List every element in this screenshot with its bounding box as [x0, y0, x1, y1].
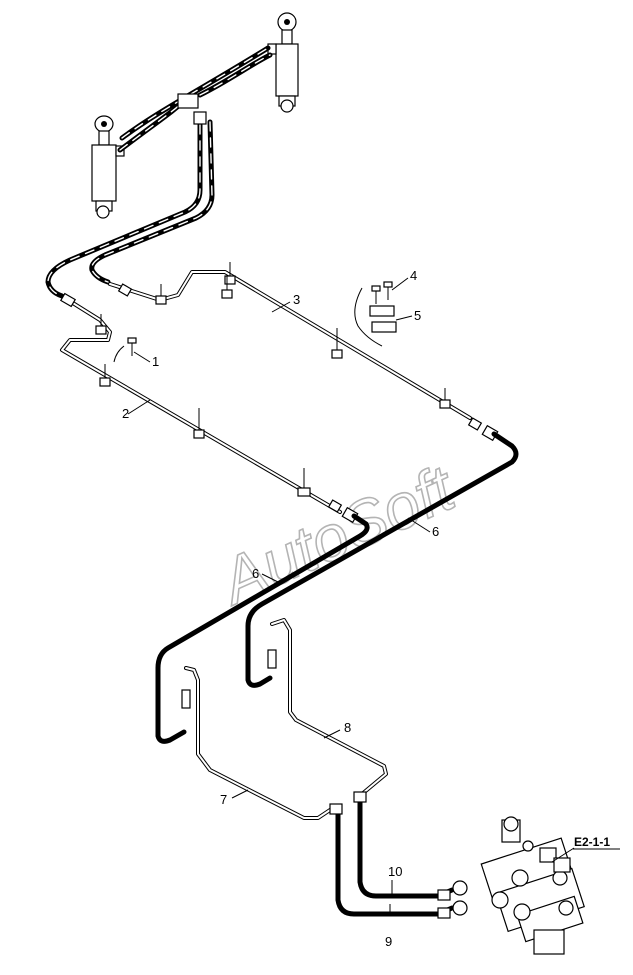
callout-9: 9 [385, 934, 392, 949]
watermark: AutoSoft [207, 451, 466, 619]
callout-4: 4 [410, 268, 417, 283]
reference-label: E2-1-1 [574, 835, 610, 849]
callout-10: 10 [388, 864, 402, 879]
right-cylinder [267, 12, 299, 113]
callouts: 1 2 3 4 5 6 6 7 8 9 10 E2-1-1 [122, 268, 620, 949]
callout-1: 1 [152, 354, 159, 369]
callout-3: 3 [293, 292, 300, 307]
pipe-3 [108, 270, 472, 420]
callout-6-upper: 6 [432, 524, 439, 539]
hose-6-b [155, 513, 370, 744]
leader-lines [127, 277, 575, 914]
callout-2: 2 [122, 406, 129, 421]
callout-6-lower: 6 [252, 566, 259, 581]
hose-10 [357, 797, 455, 899]
bolt-item-1 [113, 337, 137, 363]
callout-5: 5 [414, 308, 421, 323]
bolt-item-4 [371, 281, 393, 304]
clamp-item-5 [354, 287, 397, 347]
pipe-2 [60, 298, 342, 514]
upper-hoses [45, 45, 273, 299]
control-valve-block [452, 816, 585, 955]
pipe-7 [181, 666, 332, 820]
callout-8: 8 [344, 720, 351, 735]
hose-9 [335, 809, 455, 917]
pipe-clamps [95, 262, 451, 497]
callout-7: 7 [220, 792, 227, 807]
pipe-8 [267, 618, 388, 796]
hose-6-a [245, 431, 519, 688]
left-cylinder [91, 115, 125, 219]
